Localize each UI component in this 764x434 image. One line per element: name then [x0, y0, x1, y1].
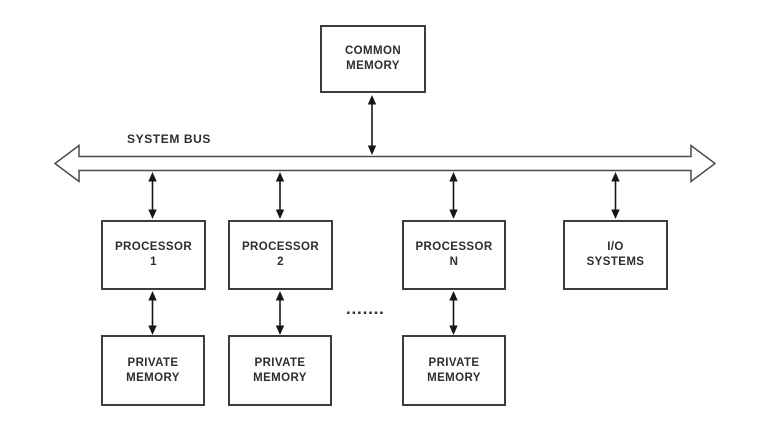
private-memory-2-label-line2: MEMORY — [253, 371, 307, 384]
private-memory-1-label-line1: PRIVATE — [127, 356, 179, 369]
processor-1-label-line2: 1 — [150, 256, 157, 268]
arrow-common-memory-bus-icon — [367, 95, 377, 155]
private-memory-1-label-line2: MEMORY — [126, 371, 180, 384]
arrow-processor-2-private-memory-icon — [275, 291, 285, 335]
io-systems-label-line1: I/O — [607, 241, 624, 253]
io-systems-label-line2: SYSTEMS — [586, 256, 645, 268]
arrow-bus-processor-2-icon — [275, 172, 285, 219]
arrow-bus-processor-1-icon — [148, 172, 157, 219]
private-memory-1-box: PRIVATE MEMORY — [101, 335, 205, 406]
processor-2-box: PROCESSOR 2 — [228, 220, 333, 290]
system-bus-label: SYSTEM BUS — [127, 132, 212, 146]
private-memory-n-label-line1: PRIVATE — [428, 356, 480, 369]
common-memory-label-line2: MEMORY — [346, 60, 400, 72]
processor-2-label-line2: 2 — [277, 256, 284, 268]
private-memory-2-label-line1: PRIVATE — [254, 356, 306, 369]
arrow-bus-io-systems-icon — [611, 172, 620, 219]
processor-n-label-line1: PROCESSOR — [415, 241, 493, 253]
arrow-processor-n-private-memory-icon — [449, 291, 458, 335]
processor-1-label-line1: PROCESSOR — [114, 241, 193, 253]
common-memory-box: COMMON MEMORY — [320, 25, 426, 93]
arrow-processor-1-private-memory-icon — [148, 291, 157, 335]
processor-1-box: PROCESSOR 1 — [101, 220, 206, 290]
processor-n-label-line2: N — [449, 256, 459, 268]
processor-n-box: PROCESSOR N — [402, 220, 506, 290]
arrow-bus-processor-n-icon — [449, 172, 458, 219]
private-memory-2-box: PRIVATE MEMORY — [228, 335, 332, 406]
private-memory-n-label-line2: MEMORY — [427, 371, 481, 384]
io-systems-box: I/O SYSTEMS — [563, 220, 668, 290]
processor-2-label-line1: PROCESSOR — [241, 241, 320, 253]
common-memory-label-line1: COMMON — [344, 45, 402, 57]
system-bus-arrow — [53, 144, 717, 183]
private-memory-n-box: PRIVATE MEMORY — [402, 335, 506, 406]
processors-ellipsis: ....... — [346, 299, 385, 318]
